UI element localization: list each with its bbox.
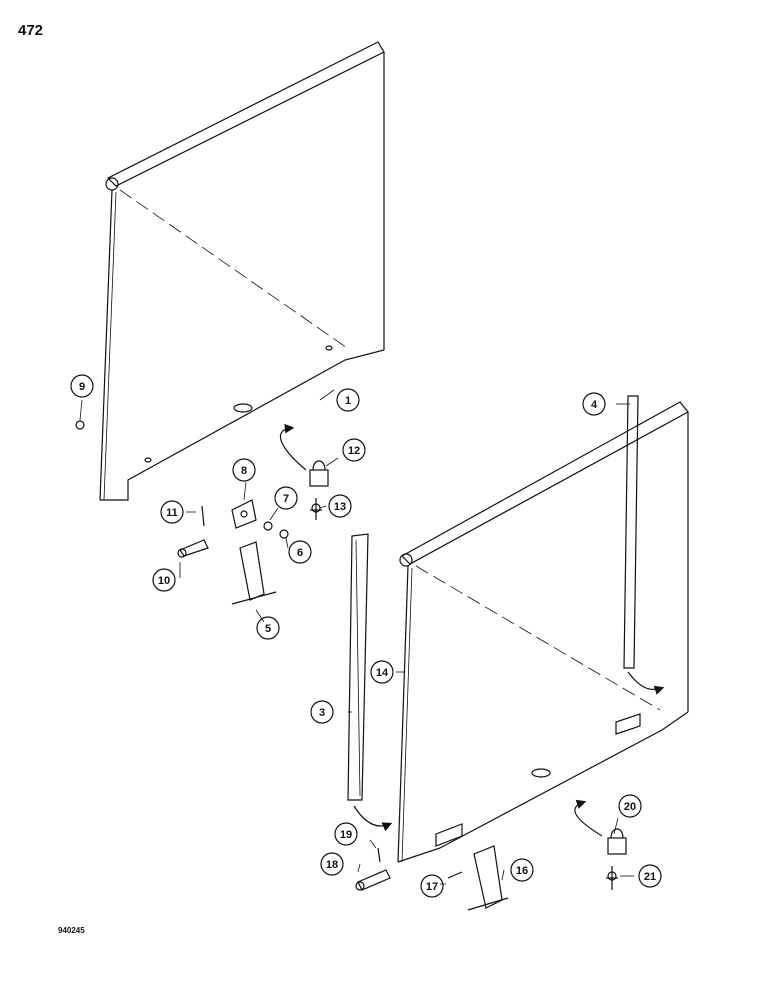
- svg-text:11: 11: [166, 507, 178, 519]
- callout-4: 4: [582, 392, 606, 416]
- callout-10: 10: [152, 568, 176, 592]
- svg-text:9: 9: [79, 381, 85, 393]
- callout-13: 13: [328, 494, 352, 518]
- latch-handle-item-16: [467, 845, 509, 911]
- pin-item-19: [377, 847, 381, 863]
- callout-21: 21: [638, 864, 662, 888]
- rotation-arrow-lower: [574, 799, 603, 837]
- lower-door-panel: [397, 401, 689, 863]
- callout-19: 19: [334, 822, 358, 846]
- rotation-arrow-seal-3: [353, 805, 393, 832]
- callout-12: 12: [342, 438, 366, 462]
- svg-text:18: 18: [326, 859, 338, 871]
- page-number: 472: [18, 22, 44, 39]
- padlock-item-12: [309, 460, 329, 487]
- nut-item-6: [279, 529, 289, 539]
- svg-text:19: 19: [340, 829, 352, 841]
- svg-text:6: 6: [297, 547, 303, 559]
- callout-8: 8: [232, 458, 256, 482]
- reference-code: 940245: [58, 926, 85, 935]
- washer-item-7: [263, 521, 273, 531]
- pin-item-11: [201, 505, 205, 527]
- seal-strip-item-3: [347, 533, 369, 801]
- seal-strip-item-4: [623, 395, 639, 669]
- callout-9: 9: [70, 374, 94, 398]
- svg-text:13: 13: [334, 501, 346, 513]
- bolt-item-10: [177, 539, 209, 558]
- bolt-item-18: [355, 869, 391, 891]
- leader-lines: [79, 389, 634, 885]
- nut-item-9: [75, 420, 85, 430]
- callout-7: 7: [274, 486, 298, 510]
- upper-door-panel: [99, 41, 385, 501]
- callout-20: 20: [618, 794, 642, 818]
- pin-item-17: [447, 871, 463, 879]
- callout-1: 1: [336, 388, 360, 412]
- svg-text:4: 4: [591, 399, 598, 411]
- svg-text:21: 21: [644, 871, 656, 883]
- callout-18: 18: [320, 852, 344, 876]
- svg-text:10: 10: [158, 575, 170, 587]
- key-item-21: [606, 866, 618, 890]
- callout-6: 6: [288, 540, 312, 564]
- svg-text:5: 5: [265, 623, 271, 635]
- rotation-arrow-seal-4: [627, 671, 665, 695]
- svg-text:12: 12: [348, 445, 360, 457]
- svg-text:14: 14: [376, 667, 389, 679]
- rotation-arrow-upper: [279, 423, 307, 471]
- callout-3: 3: [310, 700, 334, 724]
- padlock-item-20: [607, 828, 627, 855]
- svg-text:8: 8: [241, 465, 247, 477]
- svg-text:1: 1: [345, 395, 351, 407]
- callout-16: 16: [510, 858, 534, 882]
- svg-text:20: 20: [624, 801, 636, 813]
- callout-17: 17: [420, 874, 444, 898]
- callout-5: 5: [256, 616, 280, 640]
- latch-handle-item-5: [231, 541, 277, 605]
- svg-text:7: 7: [283, 493, 289, 505]
- svg-text:3: 3: [319, 707, 325, 719]
- callout-11: 11: [160, 500, 184, 524]
- hinge-item-8: [231, 499, 257, 529]
- callout-14: 14: [370, 660, 394, 684]
- svg-text:17: 17: [426, 881, 438, 893]
- key-item-13: [310, 498, 322, 520]
- svg-text:16: 16: [516, 865, 528, 877]
